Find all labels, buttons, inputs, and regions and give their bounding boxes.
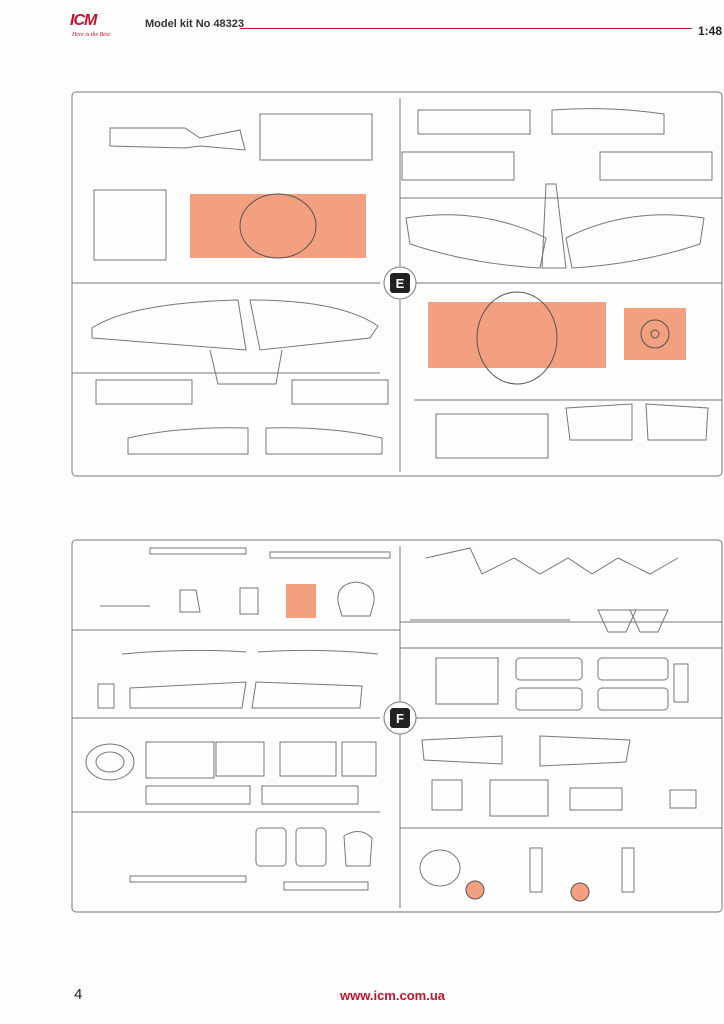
page-number: 4 xyxy=(74,986,83,1003)
sprue-e-diagram: E xyxy=(71,91,723,477)
header-rule xyxy=(240,28,692,29)
scale-label: 1:48 xyxy=(698,24,723,38)
highlight-part-f58 xyxy=(570,882,590,902)
logo-text: ICM xyxy=(70,12,97,29)
sprue-f-label: F xyxy=(396,711,404,726)
sprue-e-label: E xyxy=(396,276,405,291)
website-link[interactable]: www.icm.com.ua xyxy=(340,988,445,1003)
logo-tagline: Here is the Best xyxy=(72,32,110,38)
highlight-part-e12 xyxy=(624,308,686,360)
sprue-f-diagram: F xyxy=(71,539,723,913)
icm-logo: ICM Here is the Best xyxy=(62,10,132,50)
highlight-part-e6 xyxy=(190,194,366,258)
highlight-part-f54 xyxy=(465,880,485,900)
highlight-part-e13 xyxy=(428,302,606,368)
highlight-part-f10 xyxy=(286,584,316,618)
kit-title: Model kit No 48323 xyxy=(145,18,245,30)
